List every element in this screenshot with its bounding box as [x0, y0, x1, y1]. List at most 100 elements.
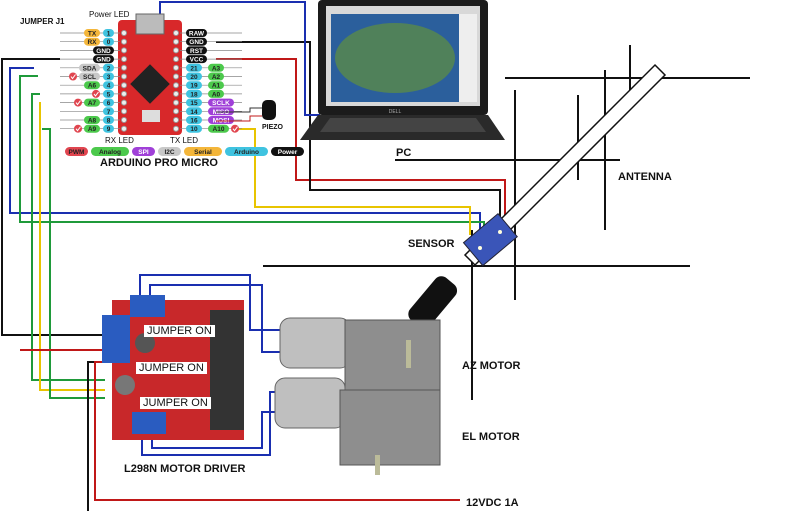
pin-text: SCLK [212, 100, 230, 107]
pin-text: 5 [107, 91, 111, 98]
legend-spi: SPI [132, 147, 155, 156]
pin-hole [173, 90, 179, 97]
pin-text: A2 [212, 74, 221, 81]
pin-label-a6: A6 [84, 81, 100, 90]
legend-text: SPI [138, 149, 149, 156]
pin-label-0: 0 [103, 37, 114, 46]
wire-blue [151, 411, 280, 449]
pin-hole [173, 125, 179, 132]
wire-green [31, 93, 105, 381]
pin-label-scl: SCL [79, 72, 100, 81]
pwm-check-icon [74, 124, 82, 133]
pin-label-bg [79, 72, 100, 81]
wire-black [87, 361, 110, 511]
pin-label-7: 7 [103, 107, 114, 116]
pin-label-bg [103, 72, 114, 81]
el-motor-label: EL MOTOR [462, 431, 520, 443]
pwm-check-icon [69, 72, 77, 81]
pin-label-a1: A1 [208, 81, 224, 90]
wire-blue [9, 67, 481, 230]
pin-label-bg [186, 81, 202, 90]
pin-label-tx: TX [84, 29, 100, 38]
pin-label-sda: SDA [79, 63, 100, 72]
pin-label-4: 4 [103, 81, 114, 90]
arduino-board [118, 13, 182, 135]
yagi-antenna [263, 45, 750, 400]
pin-label-21: 21 [186, 63, 202, 72]
pin-label-bg [103, 89, 114, 98]
legend-analog: Analog [91, 147, 129, 156]
legend-swatch [225, 147, 268, 156]
pin-hole [121, 90, 127, 97]
pin-hole [121, 73, 127, 80]
pwm-check-icon [231, 124, 239, 133]
pin-label-bg [84, 98, 100, 107]
pin-label-bg [186, 107, 202, 116]
pin-label-bg [208, 89, 224, 98]
pin-hole [121, 64, 127, 71]
pin-label-bg [208, 124, 229, 133]
tx-led-label: TX LED [170, 136, 199, 145]
pin-hole [173, 30, 179, 36]
wire-yellow [39, 102, 105, 391]
pin-label-16: 16 [186, 116, 202, 125]
pin-text: 18 [190, 91, 198, 98]
pin-label-bg [186, 98, 202, 107]
pin-text: GND [96, 48, 111, 55]
pin-text: 10 [190, 126, 198, 133]
pin-text: A6 [88, 83, 97, 90]
pin-label-20: 20 [186, 72, 202, 81]
pin-label-bg [186, 116, 202, 124]
pin-text: A1 [212, 83, 221, 90]
jumper-on-label: JUMPER ON [136, 362, 207, 374]
legend-text: Arduino [234, 149, 259, 156]
pin-text: TX [88, 31, 97, 38]
pin-label-bg [208, 63, 224, 72]
pin-text: A0 [212, 91, 221, 98]
pin-label-a3: A3 [208, 63, 224, 72]
pin-hole [173, 73, 179, 80]
arduino-title: ARDUINO PRO MICRO [100, 157, 218, 169]
rx-led-label: RX LED [105, 136, 134, 145]
pin-label-raw: RAW [186, 29, 207, 38]
pin-label-gnd: GND [93, 55, 114, 64]
pc-label: PC [396, 147, 412, 159]
antenna-label: ANTENNA [618, 171, 672, 183]
pin-text: 2 [107, 65, 111, 72]
pin-label-bg [103, 107, 114, 116]
pin-text: RAW [189, 31, 205, 38]
pin-label-a7: A7 [84, 98, 100, 107]
pin-text: RX [87, 39, 97, 46]
pin-label-bg [186, 124, 202, 133]
pin-label-mosi: MOSI [208, 116, 234, 125]
laptop-pc: DELL [300, 0, 505, 140]
wire-blue [141, 391, 280, 456]
pin-text: 3 [107, 74, 111, 81]
legend-pwm: PWM [65, 147, 88, 156]
wires [1, 1, 506, 511]
pin-label-bg [208, 107, 234, 116]
pin-label-bg [93, 55, 114, 64]
pin-text: GND [96, 57, 111, 64]
legend-swatch [132, 147, 155, 156]
pin-text: A9 [88, 126, 97, 133]
pin-text: 15 [190, 100, 198, 107]
pin-label-bg [103, 116, 114, 124]
legend-swatch [91, 147, 129, 156]
pin-label-6: 6 [103, 98, 114, 107]
pin-text: VCC [190, 57, 204, 64]
pin-label-2: 2 [103, 63, 114, 72]
pin-hole [173, 64, 179, 71]
sensor-module [462, 213, 518, 267]
pin-label-a0: A0 [208, 89, 224, 98]
pin-label-bg [84, 124, 100, 133]
pin-label-10: 10 [186, 124, 202, 133]
pin-label-bg [208, 116, 234, 124]
pwm-check-icon [92, 89, 100, 98]
pin-label-3: 3 [103, 72, 114, 81]
legend-text: Analog [99, 149, 121, 156]
pin-text: 19 [190, 83, 198, 90]
pin-hole [121, 38, 127, 45]
pin-label-bg [103, 29, 114, 37]
